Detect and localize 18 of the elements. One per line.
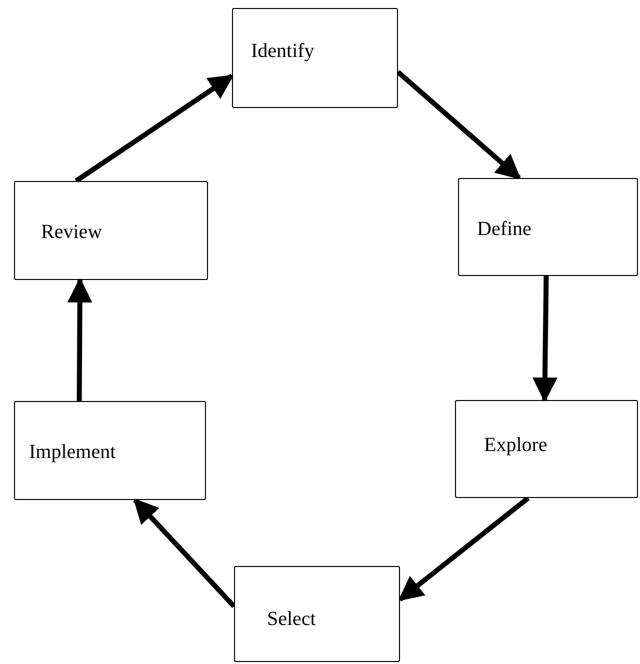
process-box xyxy=(232,8,398,108)
process-box xyxy=(458,178,638,276)
step-label: Review xyxy=(41,220,104,245)
arrow xyxy=(133,498,236,608)
step-label: Select xyxy=(267,607,317,632)
step-label: Define xyxy=(477,217,532,242)
process-box xyxy=(14,401,206,500)
arrow xyxy=(396,70,522,180)
arrow xyxy=(398,496,530,602)
arrow xyxy=(67,278,92,402)
arrow xyxy=(532,276,558,402)
step-label: Implement xyxy=(29,440,117,465)
process-box xyxy=(234,566,400,662)
process-box xyxy=(14,181,208,280)
step-label: Explore xyxy=(484,433,548,458)
arrow xyxy=(74,74,234,184)
step-label: Identify xyxy=(251,39,316,64)
process-box xyxy=(455,400,638,498)
